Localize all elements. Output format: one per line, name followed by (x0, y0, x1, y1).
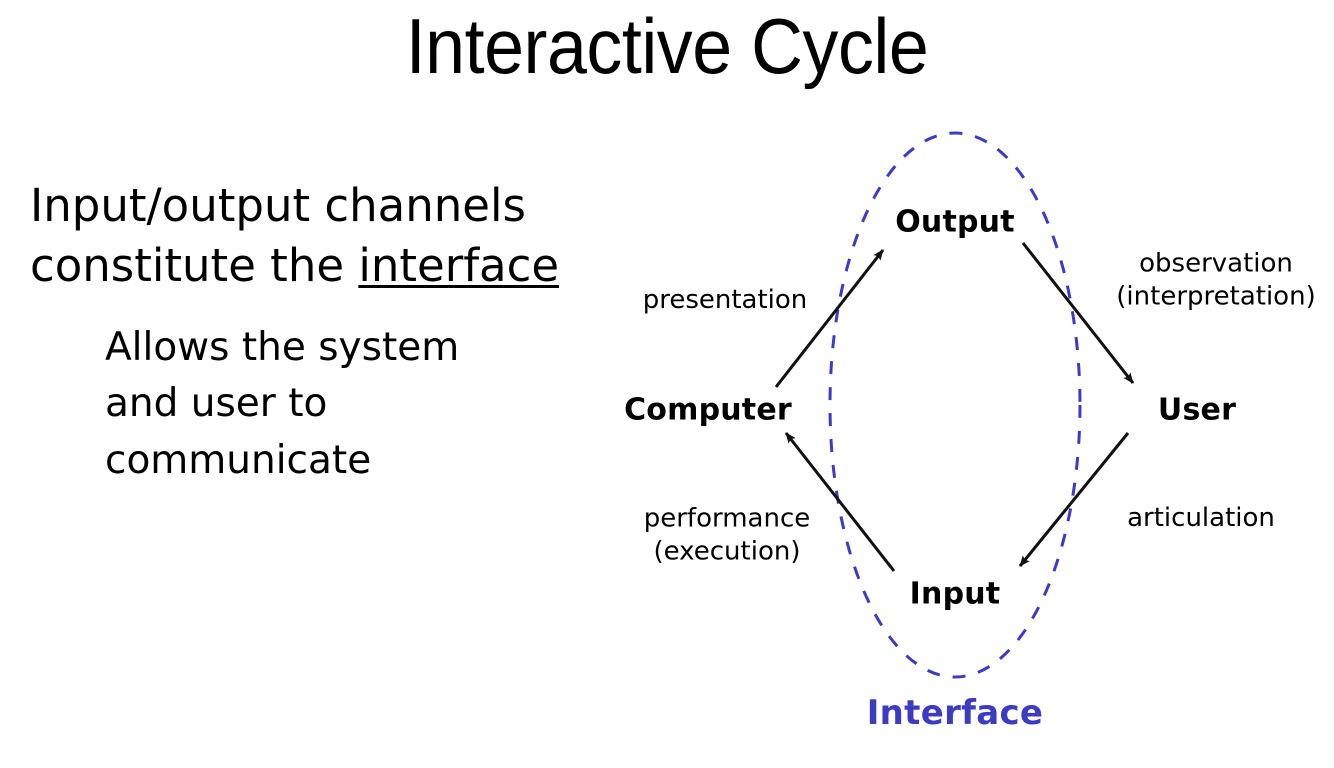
edge-label-performance-line1: performance (643, 503, 811, 534)
body-text-column: Input/output channels constitute the int… (30, 176, 630, 489)
edge-label-observation: observation (interpretation) (1116, 248, 1315, 313)
node-output: Output (895, 204, 1015, 240)
bullet-main-text: Input/output channels constitute the (30, 179, 526, 292)
bullet-sub: Allows the system and user to communicat… (105, 324, 460, 483)
node-computer: Computer (624, 392, 792, 428)
edge-label-presentation: presentation (643, 284, 808, 317)
edge-performance-arrow (784, 432, 896, 572)
edge-articulation-arrow (1018, 432, 1130, 567)
bullet-main: Input/output channels constitute the int… (30, 176, 630, 296)
edge-presentation-arrow (774, 249, 885, 388)
edge-label-performance: performance (execution) (644, 503, 811, 568)
page-title: Interactive Cycle (405, 2, 929, 90)
edge-observation-arrow (1021, 242, 1135, 384)
edge-label-articulation-line1: articulation (1127, 502, 1275, 533)
node-input: Input (909, 576, 1001, 612)
bullet-main-emphasis-interface: interface (358, 238, 560, 292)
interactive-cycle-diagram: Output Computer User Input presentation … (600, 110, 1334, 768)
edge-label-observation-line1: observation (1139, 248, 1293, 279)
edge-label-articulation: articulation (1127, 502, 1275, 535)
edge-label-observation-line2: (interpretation) (1116, 281, 1316, 311)
edge-label-performance-line2: (execution) (653, 536, 801, 566)
node-user: User (1157, 392, 1237, 428)
edge-label-presentation-line1: presentation (642, 284, 808, 315)
interface-caption: Interface (866, 693, 1044, 733)
interface-ellipse (828, 131, 1082, 679)
